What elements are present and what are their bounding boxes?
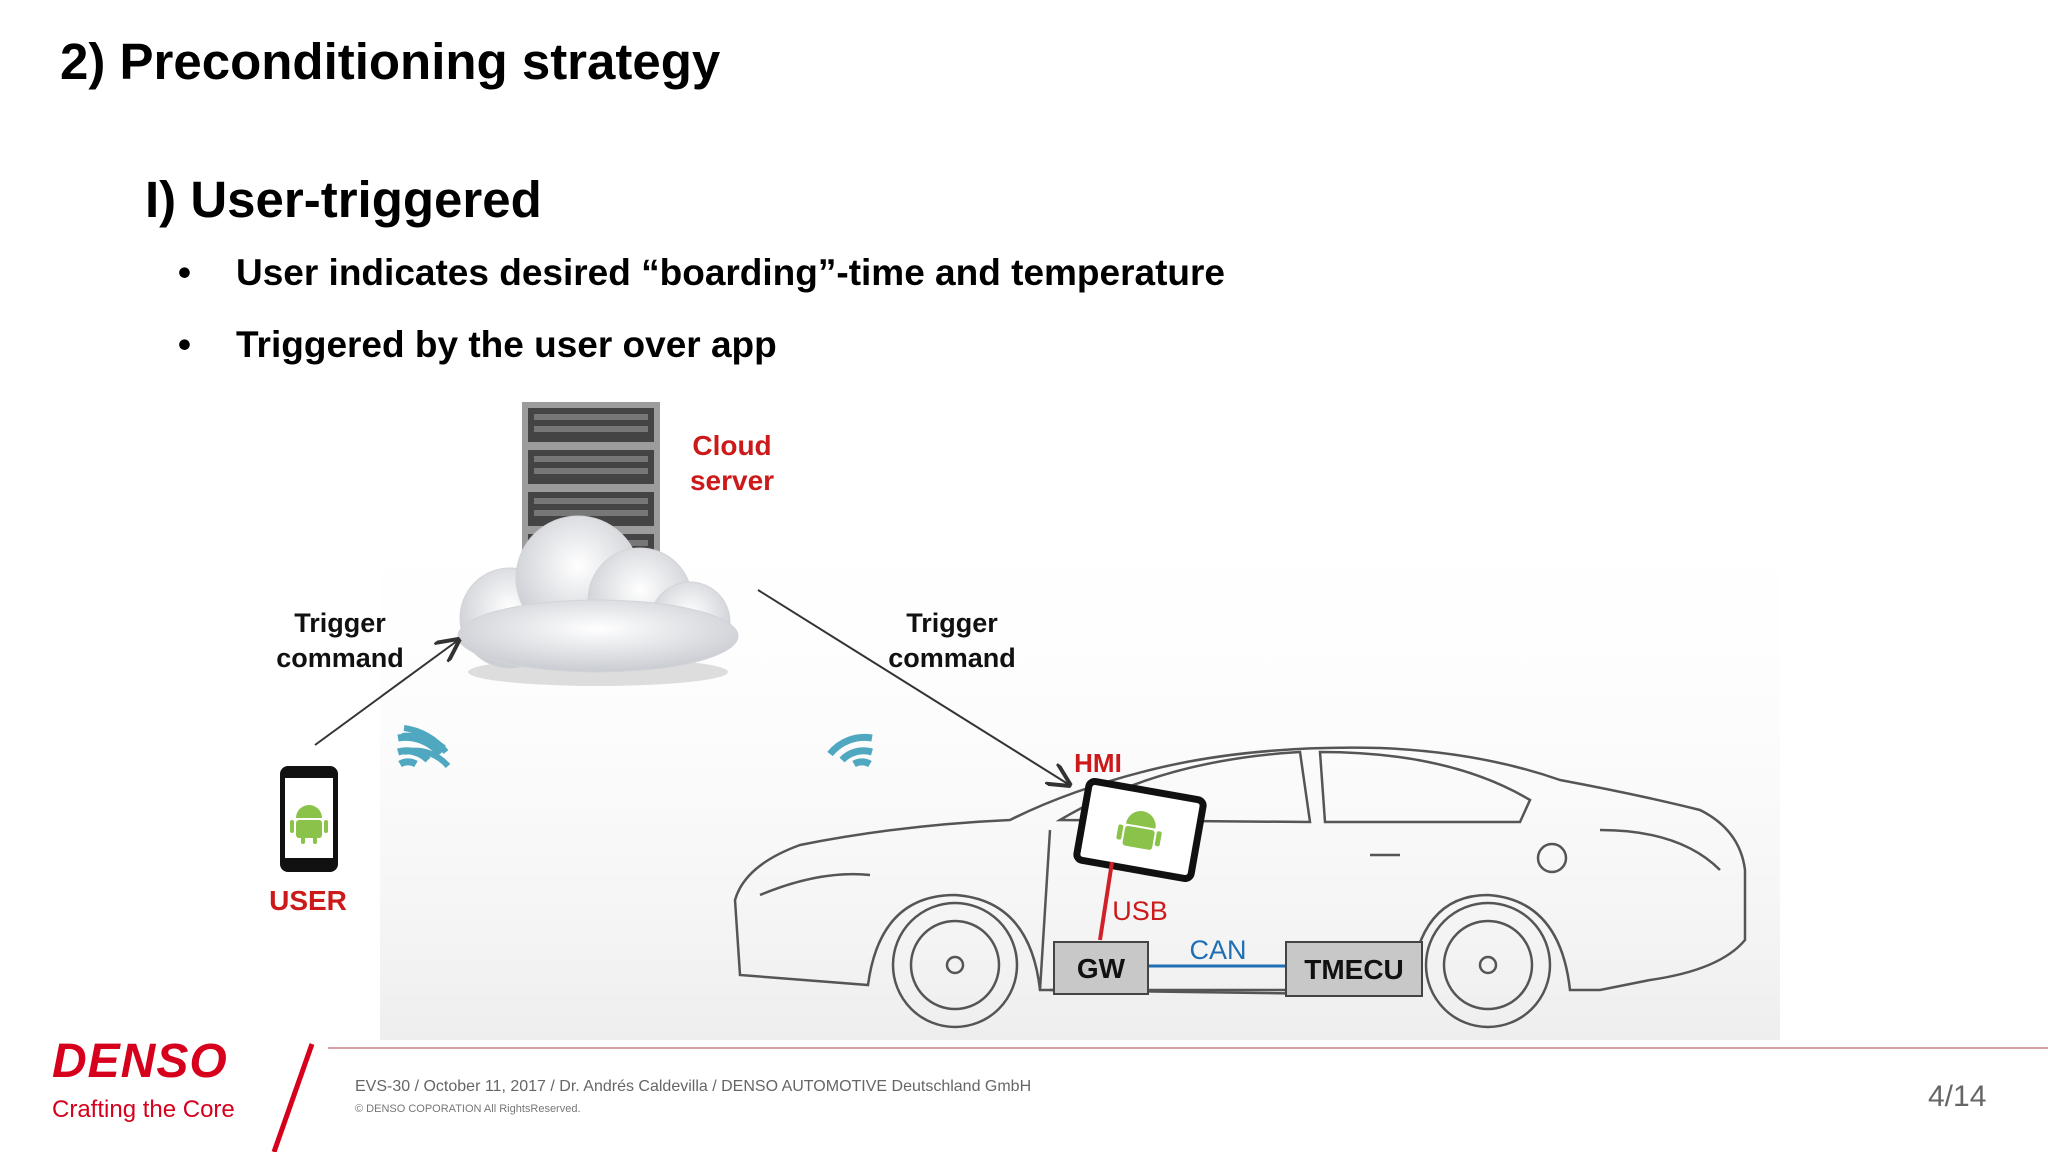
tmecu-label: TMECU	[1304, 954, 1404, 985]
trigger-label-left: command	[276, 643, 404, 673]
bullet-text: User indicates desired “boarding”-time a…	[236, 252, 1225, 293]
section-heading: I) User-triggered	[145, 171, 542, 228]
smartphone-icon	[280, 766, 338, 872]
car-icon	[733, 746, 1747, 1029]
footer-copyright: © DENSO COPORATION All RightsReserved.	[355, 1103, 581, 1115]
arrow-cloud-to-hmi	[757, 589, 1068, 784]
trigger-label-left: Trigger	[294, 608, 386, 638]
trigger-label-right: command	[888, 643, 1016, 673]
android-icon	[290, 805, 328, 844]
wifi-signal-icon	[827, 733, 873, 768]
gw-label: GW	[1077, 953, 1126, 984]
footer-meta: EVS-30 / October 11, 2017 / Dr. Andrés C…	[355, 1078, 1032, 1095]
slide-title: 2) Preconditioning strategy	[60, 33, 721, 90]
wifi-signal-icon	[397, 733, 443, 768]
can-label: CAN	[1189, 935, 1246, 965]
user-label: USER	[269, 885, 347, 916]
arrow-user-to-cloud	[314, 641, 457, 746]
bullet-item: • User indicates desired “boarding”-time …	[178, 252, 1225, 294]
bullet-dot: •	[178, 252, 191, 293]
gw-box	[1053, 941, 1149, 995]
footer-slash-accent	[271, 1043, 315, 1152]
tmecu-box	[1285, 941, 1423, 997]
usb-label: USB	[1112, 896, 1168, 926]
usb-link	[1098, 861, 1114, 941]
bullet-item: • Triggered by the user over app	[178, 324, 777, 366]
denso-logo: DENSO Crafting the Core	[52, 1038, 235, 1124]
trigger-label-right: Trigger	[906, 608, 998, 638]
bullet-text: Triggered by the user over app	[236, 324, 777, 365]
page-number: 4/14	[1928, 1080, 1987, 1113]
cloud-label: Cloud	[692, 430, 771, 461]
cloud-icon	[457, 515, 739, 686]
bullet-dot: •	[178, 324, 191, 365]
tablet-hmi-icon	[1073, 777, 1207, 883]
android-icon	[1116, 811, 1162, 850]
footer-divider	[328, 1047, 2048, 1049]
cloud-label: server	[690, 465, 774, 496]
logo-wordmark: DENSO	[52, 1035, 228, 1088]
logo-tagline: Crafting the Core	[52, 1096, 235, 1123]
hmi-label: HMI	[1074, 748, 1122, 778]
